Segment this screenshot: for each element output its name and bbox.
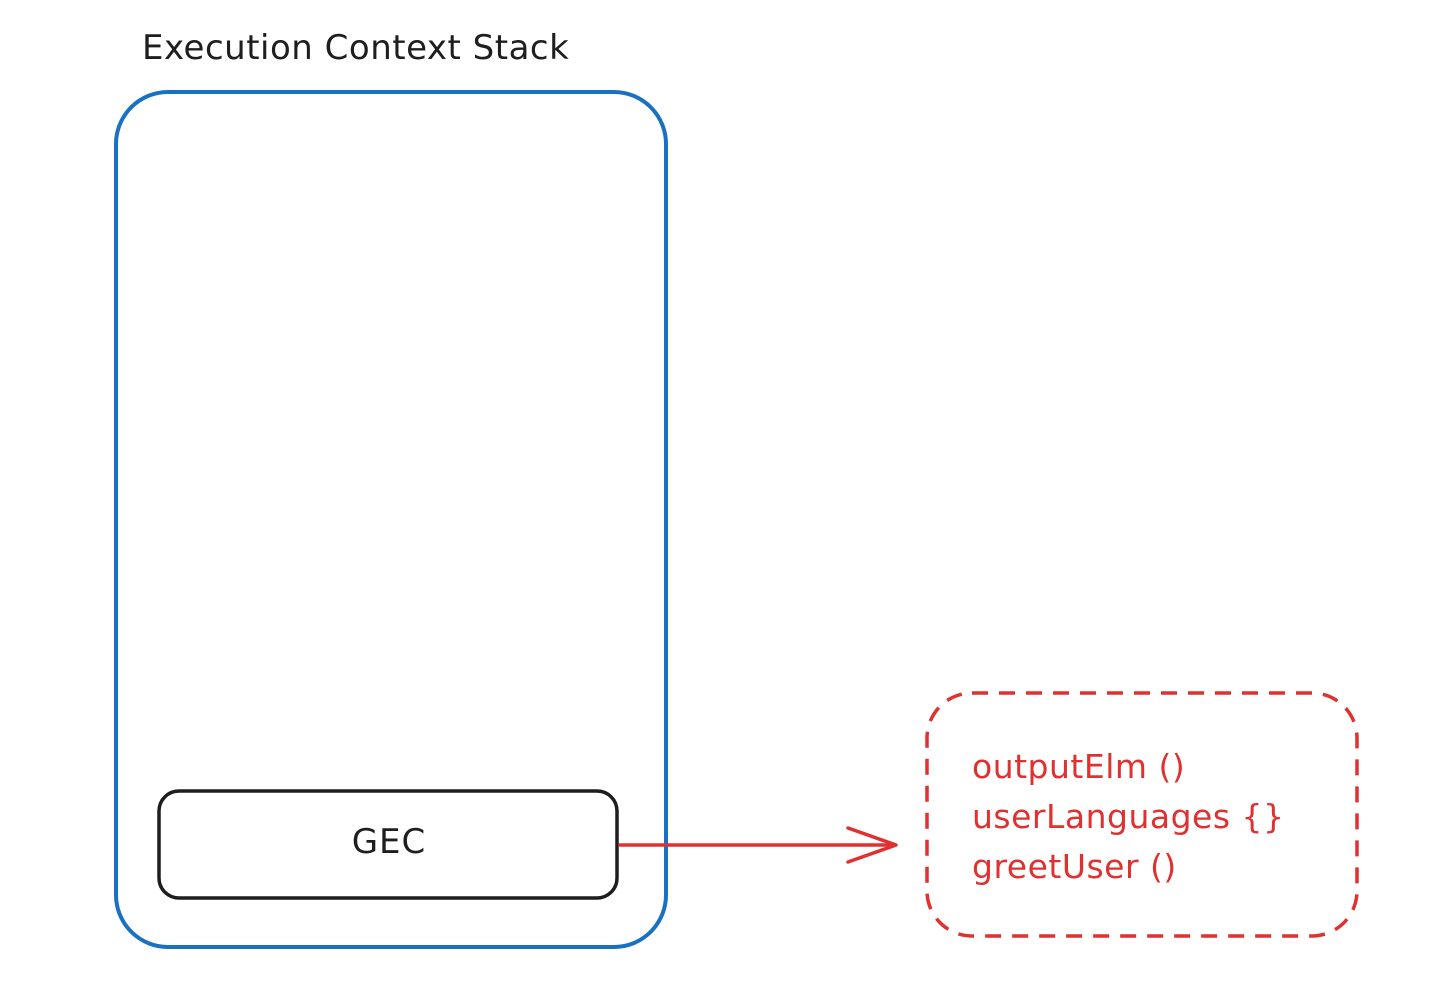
stack-title: Execution Context Stack — [142, 28, 570, 68]
gec-label: GEC — [351, 822, 427, 862]
execution-context-stack-container — [114, 90, 668, 949]
gec-to-memory-arrowhead — [846, 826, 898, 864]
memory-list: outputElm () userLanguages {} greetUser … — [972, 742, 1285, 892]
memory-item-user-languages: userLanguages {} — [972, 797, 1285, 836]
gec-box — [157, 789, 619, 900]
memory-item-output-elm: outputElm () — [972, 747, 1186, 786]
memory-item-greet-user: greetUser () — [972, 847, 1177, 886]
memory-box — [925, 691, 1359, 938]
